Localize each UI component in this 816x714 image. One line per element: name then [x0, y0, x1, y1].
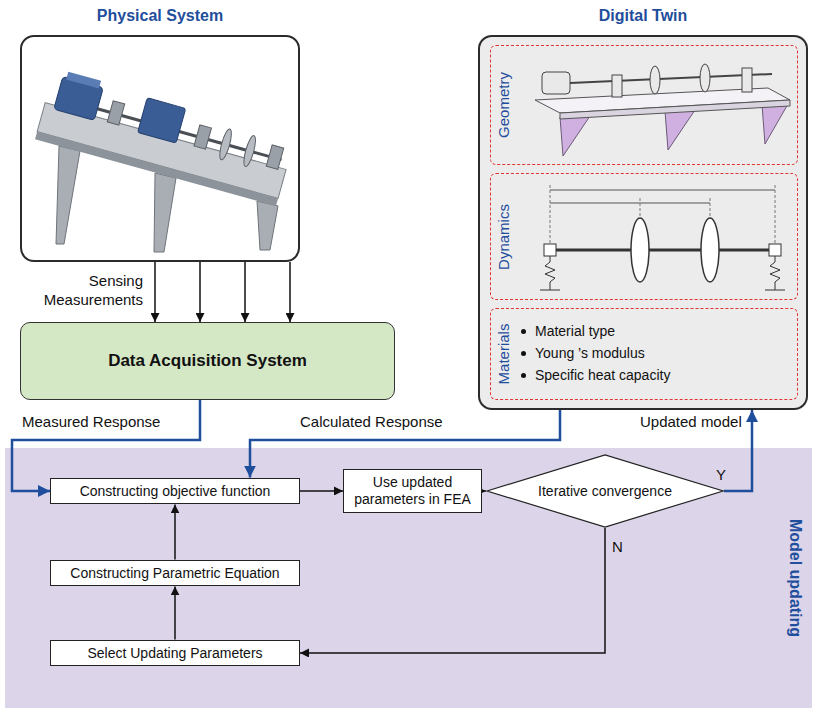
- rig-disc: [217, 128, 233, 161]
- rig-bearing: [107, 101, 124, 125]
- panel-fill: [478, 35, 808, 410]
- extension-line: [710, 198, 711, 217]
- rig-body: [35, 68, 296, 206]
- bullet-item: Material type: [535, 323, 615, 339]
- edge-label: N: [612, 538, 623, 557]
- panel-title: Digital Twin: [480, 7, 806, 25]
- process-box: Constructing Parametric Equation: [50, 560, 300, 587]
- materials-panel: Materials Material typeYoung ’s modulusSp…: [490, 308, 798, 400]
- test-rig-photo: [35, 68, 296, 252]
- rotor-dynamics-sketch: [540, 185, 785, 290]
- physical-system-panel: Physical System: [20, 35, 300, 262]
- flow-connector: [244, 262, 246, 322]
- spring-symbol: [545, 256, 555, 290]
- frame-plate-edge: [560, 100, 790, 119]
- dimension-line: [550, 203, 640, 204]
- band-label: Model updating: [786, 519, 804, 637]
- flow-connector: [199, 262, 201, 322]
- flow-connector: [289, 262, 291, 322]
- box-text: Data Acquisition System: [108, 351, 307, 371]
- frame-leg: [762, 104, 788, 144]
- rig-bearing: [194, 125, 211, 149]
- band-fill: [5, 448, 812, 708]
- acquisition-box: Data Acquisition System: [20, 322, 395, 400]
- rig-housing: [138, 98, 186, 143]
- disc-outline: [700, 64, 710, 92]
- extension-line: [775, 185, 776, 244]
- flow-connector: [174, 586, 176, 639]
- edge-label: Y: [716, 466, 726, 485]
- box-text: Constructing objective function: [80, 483, 271, 500]
- rotor-disc: [701, 218, 719, 282]
- model-updating-band: Constructing objective function Use updat…: [5, 448, 812, 708]
- panel-title: Physical System: [22, 7, 298, 25]
- flow-connector: [174, 504, 176, 559]
- panel-label: Materials: [495, 324, 512, 385]
- flow-connector: [300, 528, 605, 653]
- flow-connector: [300, 490, 343, 492]
- panel-label: Geometry: [495, 72, 512, 138]
- geometry-panel: Geometry: [490, 45, 798, 165]
- rig-motor-top: [66, 72, 101, 89]
- bearing-outline: [612, 75, 622, 97]
- rig-disc: [242, 135, 258, 168]
- bullet-item: Specific heat capacity: [535, 367, 670, 383]
- geometry-model: [535, 64, 790, 156]
- edge-label: Calculated Response: [300, 413, 443, 432]
- decision-diamond: Iterative convergence: [486, 454, 724, 528]
- flow-connector: [154, 262, 156, 322]
- digital-twin-panel: GeometryDynamicsMaterials Material typeYo…: [478, 35, 808, 410]
- rig-bearing: [266, 145, 283, 169]
- box-text: Use updated parameters in FEA: [350, 474, 475, 508]
- extension-line: [640, 198, 641, 217]
- frame-leg: [560, 116, 590, 156]
- annotation-label: Sensing Measurements: [25, 272, 143, 310]
- rig-leg: [154, 173, 176, 252]
- ground-symbol: [540, 290, 560, 291]
- rotor-shaft: [550, 249, 775, 252]
- edge-label: Measured Response: [22, 413, 160, 432]
- disc-outline: [650, 66, 660, 94]
- annotation-label: Updated model: [640, 413, 742, 432]
- process-box: Constructing objective function: [50, 478, 300, 505]
- diamond-shape: [487, 455, 723, 527]
- process-box: Select Updating Parameters: [50, 640, 300, 667]
- rig-leg: [56, 146, 80, 244]
- dynamics-panel: Dynamics: [490, 173, 798, 300]
- flow-connector: [250, 410, 560, 478]
- bearing-symbol: [544, 244, 556, 256]
- spring-symbol: [770, 256, 780, 290]
- connector-group: [12, 262, 752, 653]
- ground-symbol: [765, 290, 785, 291]
- extension-line: [550, 185, 551, 244]
- rig-leg: [257, 201, 278, 250]
- rig-base-edge: [35, 132, 278, 207]
- dimension-line: [640, 203, 710, 204]
- frame-leg: [665, 110, 695, 150]
- box-text: Select Updating Parameters: [87, 645, 262, 662]
- panel-label: Dynamics: [495, 204, 512, 270]
- bearing-symbol: [769, 244, 781, 256]
- rotor-disc: [631, 218, 649, 282]
- bullet-item: Young ’s modulus: [535, 345, 645, 361]
- process-box: Use updated parameters in FEA: [343, 469, 482, 513]
- motor-outline: [542, 72, 570, 94]
- box-text: Constructing Parametric Equation: [70, 565, 279, 582]
- box-text: Iterative convergence: [538, 483, 672, 500]
- dimension-line: [550, 190, 775, 191]
- bearing-outline: [742, 68, 752, 92]
